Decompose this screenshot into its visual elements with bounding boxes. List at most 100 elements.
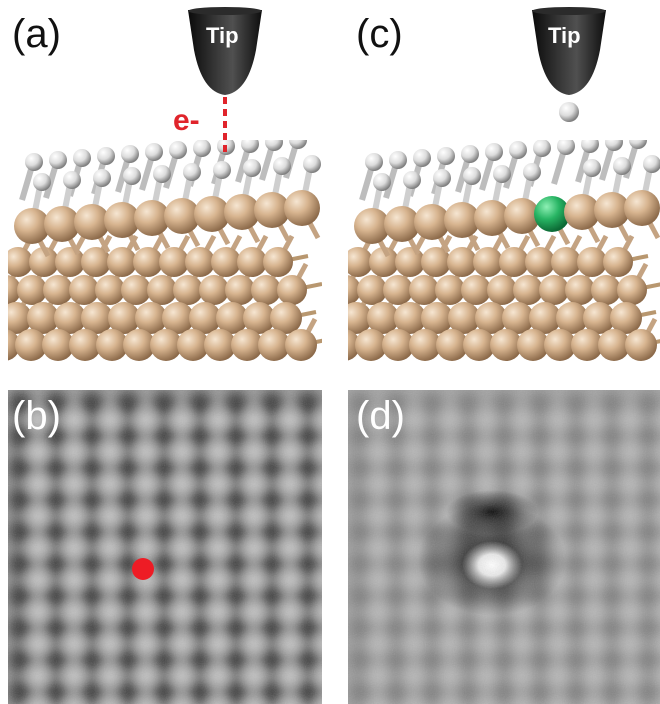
silicon-atom [123, 329, 155, 361]
silicon-atom [617, 275, 647, 305]
silicon-atom [564, 194, 600, 230]
silicon-atom [409, 329, 441, 361]
silicon-atom [610, 302, 642, 334]
silicon-atom [17, 275, 47, 305]
hydrogen-atom [485, 143, 503, 161]
silicon-atom [475, 302, 507, 334]
panel-label-c: (c) [356, 12, 403, 56]
silicon-atom [224, 194, 260, 230]
silicon-atom [394, 302, 426, 334]
silicon-atom [164, 198, 200, 234]
tip-position-marker-dot [132, 558, 154, 580]
silicon-atom [177, 329, 209, 361]
hydrogen-atom [49, 151, 67, 169]
hydrogen-atom [583, 159, 601, 177]
silicon-atom [624, 190, 660, 226]
hydrogen-atom [509, 141, 527, 159]
silicon-atom [348, 275, 361, 305]
silicon-atom [504, 198, 540, 234]
silicon-atom [285, 329, 317, 361]
hydrogen-atom [193, 140, 211, 157]
silicon-atom [444, 202, 480, 238]
h-bond [575, 147, 591, 183]
h-bond [163, 153, 179, 189]
silicon-atom [354, 208, 390, 244]
silicon-atom [74, 204, 110, 240]
silicon-atom [383, 275, 413, 305]
silicon-atom [369, 247, 399, 277]
hydrogen-atom [153, 165, 171, 183]
hydrogen-atom [97, 147, 115, 165]
silicon-atom [173, 275, 203, 305]
hydrogen-atom [605, 140, 623, 151]
silicon-atom [577, 247, 607, 277]
h-bond [235, 147, 251, 183]
silicon-atom [243, 302, 275, 334]
silicon-atom [96, 329, 128, 361]
hydrogen-atom [365, 153, 383, 171]
hydrogen-atom [581, 140, 599, 153]
silicon-atom [134, 200, 170, 236]
silicon-atom [15, 329, 47, 361]
silicon-atom [355, 329, 387, 361]
silicon-lattice-model-a [8, 140, 322, 361]
h-bond [383, 163, 399, 199]
silicon-atom [258, 329, 290, 361]
silicon-atom [565, 275, 595, 305]
silicon-atom [108, 302, 140, 334]
h-bond [455, 157, 471, 193]
hydrogen-atom [273, 157, 291, 175]
tip-label-c: Tip [548, 23, 581, 48]
h-bond [503, 153, 519, 189]
hydrogen-atom [145, 143, 163, 161]
silicon-atom [529, 302, 561, 334]
silicon-atom [8, 329, 20, 361]
hydrogen-atom [121, 145, 139, 163]
hydrogen-atom [557, 140, 575, 155]
hydrogen-atom [463, 167, 481, 185]
silicon-atom [502, 302, 534, 334]
silicon-atom [204, 329, 236, 361]
silicon-atom [591, 275, 621, 305]
h-bond [259, 145, 275, 181]
stm-tip-icon [532, 10, 606, 95]
hydrogen-atom [213, 161, 231, 179]
hydrogen-atom [25, 153, 43, 171]
hydrogen-atom [123, 167, 141, 185]
silicon-atom [95, 275, 125, 305]
silicon-atom [539, 275, 569, 305]
silicon-atom [251, 275, 281, 305]
silicon-lattice-model-c [348, 140, 660, 361]
hydrogen-atom [169, 141, 187, 159]
silicon-atom [525, 247, 555, 277]
silicon-atom [463, 329, 495, 361]
silicon-atom [8, 275, 21, 305]
silicon-atom [69, 275, 99, 305]
silicon-atom [107, 247, 137, 277]
tip-label-a: Tip [206, 23, 239, 48]
silicon-atom [29, 247, 59, 277]
h-bond [115, 157, 131, 193]
silicon-atom [216, 302, 248, 334]
silicon-atom [448, 302, 480, 334]
silicon-atom [69, 329, 101, 361]
silicon-atom [159, 247, 189, 277]
silicon-atom [277, 275, 307, 305]
hydrogen-atom [183, 163, 201, 181]
silicon-atom [14, 208, 50, 244]
silicon-atom [254, 192, 290, 228]
silicon-atom [185, 247, 215, 277]
h-bond [551, 149, 567, 185]
hydrogen-atom [33, 173, 51, 191]
silicon-atom [348, 247, 373, 277]
silicon-atom [625, 329, 657, 361]
silicon-atom [121, 275, 151, 305]
silicon-atom [367, 302, 399, 334]
silicon-atom [461, 275, 491, 305]
silicon-atom [189, 302, 221, 334]
silicon-atom [598, 329, 630, 361]
silicon-atom [43, 275, 73, 305]
hydrogen-atom [533, 140, 551, 157]
stm-image-after [348, 390, 660, 704]
silicon-atom [284, 190, 320, 226]
